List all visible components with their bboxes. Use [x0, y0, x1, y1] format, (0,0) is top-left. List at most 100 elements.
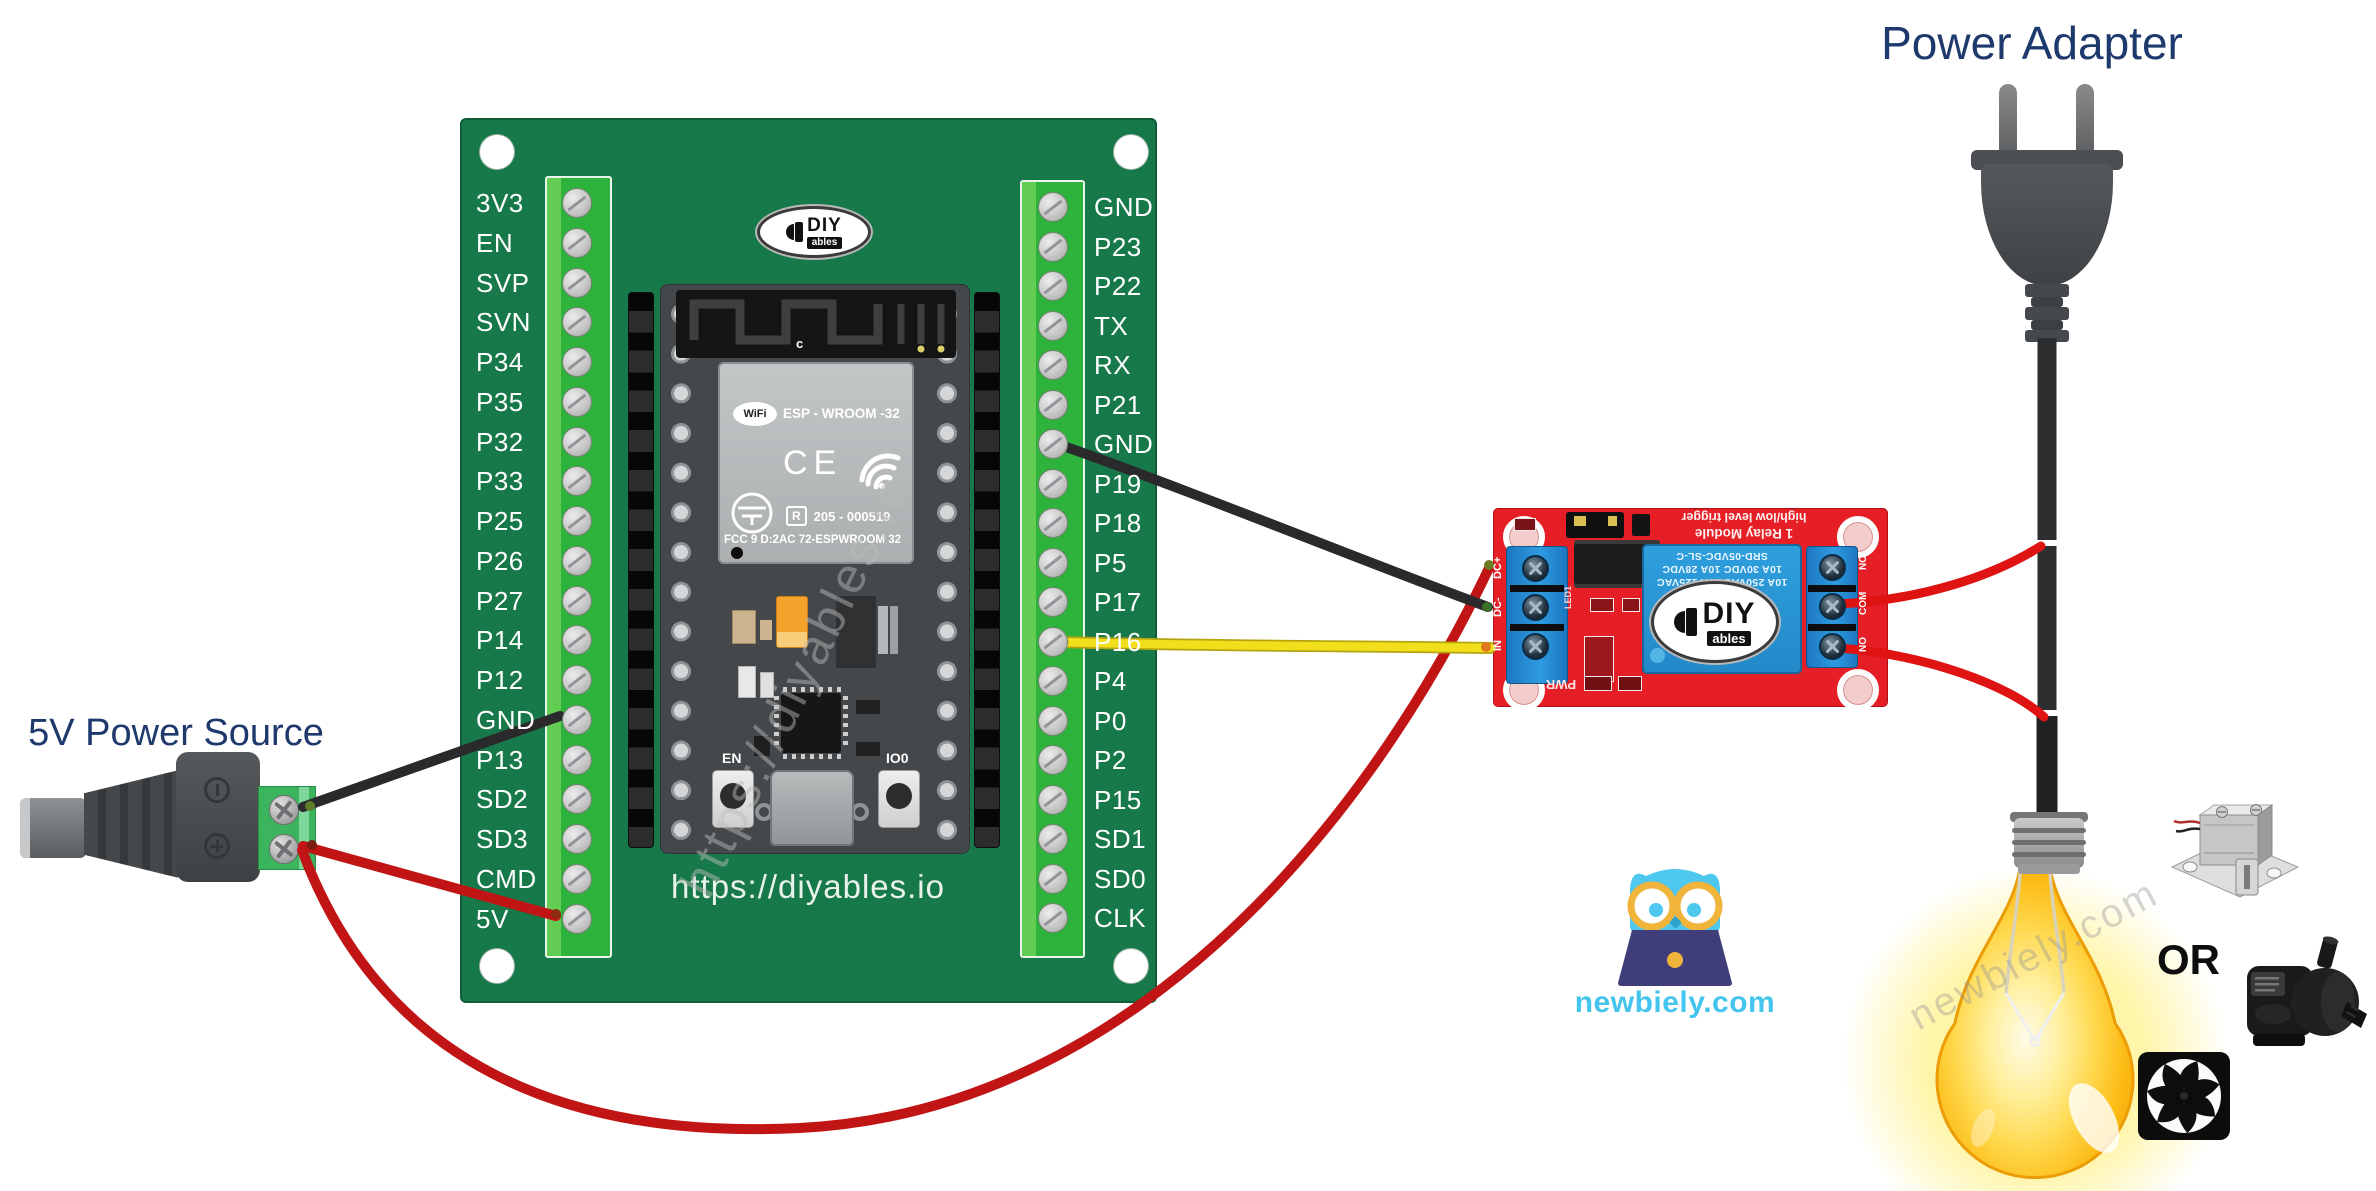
source-screw-negative	[269, 795, 299, 825]
terminal-screw	[562, 347, 592, 377]
plug-rib	[2025, 284, 2069, 297]
module-name: ESP - WROOM -32	[783, 406, 900, 421]
relay-led-label: LED1	[1563, 586, 1573, 610]
esp32-pin-label-right: P21	[1094, 389, 1142, 420]
en-button	[712, 770, 754, 828]
fcc-text: FCC 9 D:2AC 72-ESPWROOM 32	[724, 534, 902, 546]
cooling-fan	[2138, 1052, 2230, 1140]
esp32-pin-label-left: SVN	[476, 307, 531, 338]
terminal-screw	[1038, 547, 1068, 578]
esp32-pin-label-left: P25	[476, 506, 524, 536]
terminal-screw	[562, 784, 592, 815]
light-bulb	[1935, 812, 2135, 1180]
esp32-pin-label-left: P33	[476, 466, 524, 497]
logo-diy: DIY	[807, 214, 842, 236]
antenna-trace	[689, 299, 945, 353]
terminal-screw	[1038, 468, 1068, 499]
chip-pins	[774, 696, 779, 750]
module-pads	[666, 294, 696, 850]
relay-input-terminal-label: DC+	[1492, 556, 1504, 580]
esp32-pin-label-right: GND	[1094, 192, 1154, 222]
esp32-pin-label-left: 3V3	[476, 188, 524, 218]
newbiely-owl-logo	[1618, 869, 1732, 986]
esp32-pin-label-left: EN	[476, 227, 514, 258]
esp32-pin-label-right: P4	[1094, 666, 1127, 696]
esp32-pin-label-left: 5V	[476, 903, 509, 934]
component	[754, 736, 770, 756]
ic-block	[836, 596, 876, 668]
boot-button	[878, 770, 920, 828]
relay-pwr-label: PWR	[1545, 677, 1577, 692]
terminal-screw	[562, 466, 592, 497]
component	[732, 610, 756, 644]
terminal-screw	[562, 506, 592, 536]
esp32-pin-label-left: P13	[476, 744, 524, 775]
esp32-pin-label-right: P5	[1094, 547, 1127, 578]
board-url: https://diyables.io	[671, 868, 945, 905]
silk-component	[1622, 598, 1640, 612]
esp32-pin-label-left: P26	[476, 545, 524, 576]
silk-component	[1584, 676, 1612, 691]
component	[890, 606, 898, 654]
component	[760, 620, 772, 640]
terminal-screw	[1038, 429, 1068, 459]
relay-input-terminal-label: DC-	[1492, 597, 1504, 617]
esp32-pin-label-right: P16	[1094, 626, 1142, 657]
relay-input-screw	[1522, 633, 1549, 660]
esp32-pin-label-right: SD0	[1094, 863, 1147, 894]
terminal-screw	[562, 545, 592, 576]
plug-body	[1981, 164, 2113, 286]
mount-hole	[1114, 949, 1148, 983]
terminal-screw	[1038, 824, 1068, 854]
relay-diyables-logo: DIY ables	[1651, 581, 1779, 663]
r-mark: R	[786, 506, 807, 526]
terminal-screw	[562, 704, 592, 735]
terminal-screw	[1038, 587, 1068, 617]
relay-cube-dot	[1650, 648, 1665, 663]
silk-component	[1618, 676, 1642, 691]
relay-output-terminal-label: NC	[1858, 555, 1869, 571]
esp32-pin-label-right: P18	[1094, 508, 1142, 538]
component	[878, 606, 888, 654]
diyables-logo: DIY ables	[757, 206, 871, 258]
relay-silk-line1: 1 Relay Module	[1694, 526, 1794, 541]
esp32-pin-label-right: P0	[1094, 705, 1127, 736]
mount-hole	[480, 135, 514, 169]
relay-output-terminal-label: COM	[1858, 591, 1869, 615]
esp32-pin-label-left: P14	[476, 625, 524, 656]
module-pads	[932, 294, 962, 850]
terminal-screw	[1038, 745, 1068, 775]
r-mark-row: R 205 - 000519	[786, 506, 890, 526]
terminal-screw	[562, 863, 592, 894]
barrel-jack-body	[176, 752, 260, 882]
relay-input-screw	[1522, 594, 1549, 621]
newbiely-text: newbiely.com	[1574, 986, 1776, 1019]
terminal-screw	[1038, 508, 1068, 538]
logo-diy: DIY	[1702, 596, 1756, 630]
terminal-screw	[562, 307, 592, 338]
terminal-screw	[1038, 231, 1068, 262]
terminal-screw	[562, 267, 592, 298]
relay-cube-text-line: 10A 30VDC 10A 28VDC	[1662, 563, 1782, 575]
solenoid-lock	[2170, 804, 2300, 898]
silk-component	[1584, 636, 1614, 682]
usb-connector	[770, 770, 854, 846]
relay-input-terminal-label: IN	[1492, 640, 1504, 652]
boot-button-label: IO0	[886, 750, 909, 766]
esp32-pin-label-left: P34	[476, 347, 524, 377]
wifi-logo: WiFi	[733, 402, 777, 426]
source-screw-positive	[269, 834, 299, 864]
component	[738, 666, 756, 698]
relay-silk-line2: high/low level trigger	[1681, 510, 1807, 524]
positive-symbol-icon	[204, 833, 230, 859]
barrel-jack-ring	[20, 798, 30, 858]
main-chip	[781, 693, 841, 753]
relay-cube-text-line: SRD-05VDC-SL-C	[1676, 550, 1768, 562]
shield-dot	[731, 547, 743, 559]
terminal-separator	[1808, 585, 1856, 592]
ce-mark: CE	[783, 444, 843, 482]
terminal-separator	[1808, 624, 1856, 631]
esp32-pin-label-right: RX	[1094, 350, 1132, 380]
terminal-screw	[1038, 626, 1068, 657]
wire-tip	[1482, 602, 1492, 612]
